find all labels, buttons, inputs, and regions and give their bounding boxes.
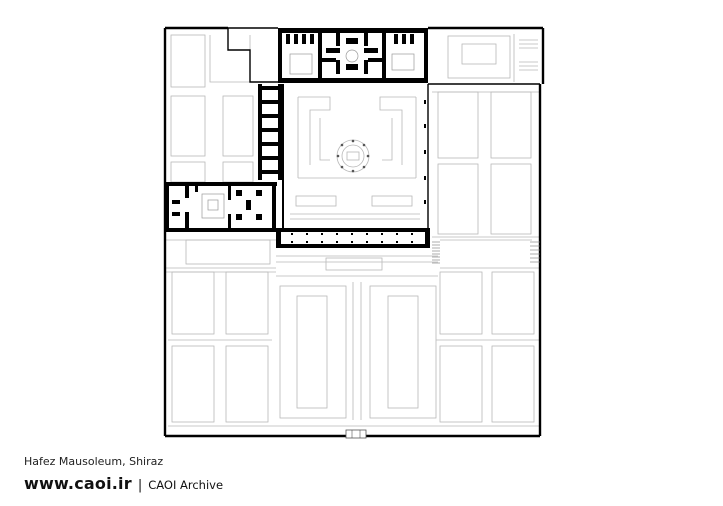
- garden-bed: [439, 271, 483, 335]
- main-hall: [276, 228, 430, 248]
- garden-plot: [490, 91, 532, 159]
- garden-plot: [222, 95, 254, 157]
- tombstone: [346, 151, 360, 161]
- drawing-caption: Hafez Mausoleum, Shiraz: [24, 455, 164, 468]
- garden-plot: [170, 95, 206, 157]
- garden-plot: [209, 35, 251, 83]
- garden-bed: [279, 285, 347, 419]
- garden-plot: [170, 161, 206, 183]
- garden-plot: [437, 91, 479, 159]
- credit-line: www.caoi.ir | CAOI Archive: [24, 474, 223, 493]
- garden-plot: [437, 163, 479, 235]
- west-arcade: [258, 84, 426, 232]
- garden-bed: [225, 345, 269, 423]
- garden-bed: [369, 285, 437, 419]
- stairs: [432, 241, 540, 264]
- garden-bed: [225, 271, 269, 335]
- annex-pool: [461, 43, 497, 65]
- pool: [185, 239, 271, 265]
- north-building: [278, 28, 428, 83]
- entrance-gate: [345, 429, 367, 439]
- steps: [325, 257, 383, 271]
- tomb-pavilion-inner: [341, 144, 365, 168]
- courtyard-bed: [295, 195, 337, 207]
- garden-bed: [491, 271, 535, 335]
- garden-plot: [170, 34, 206, 88]
- garden-bed: [171, 345, 215, 423]
- garden-bed-inner: [387, 295, 419, 409]
- garden-bed: [491, 345, 535, 423]
- website-link[interactable]: www.caoi.ir: [24, 474, 132, 493]
- archive-label: CAOI Archive: [148, 478, 224, 492]
- garden-bed: [439, 345, 483, 423]
- garden-plot: [222, 161, 254, 183]
- credit-separator: |: [137, 478, 143, 493]
- annex-court: [447, 35, 511, 79]
- garden-plot: [490, 163, 532, 235]
- courtyard-bed: [371, 195, 413, 207]
- garden-bed: [171, 271, 215, 335]
- garden-bed-inner: [296, 295, 328, 409]
- west-building: [165, 182, 277, 232]
